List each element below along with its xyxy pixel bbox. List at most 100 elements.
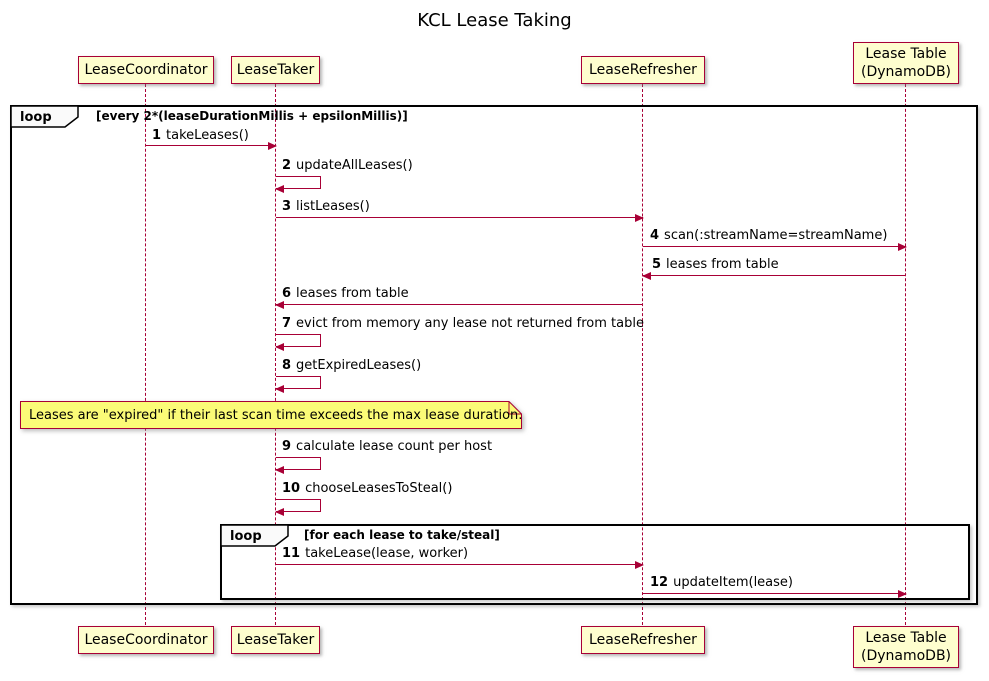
participant-label: LeaseTaker	[236, 632, 315, 648]
participant-label: LeaseRefresher	[589, 62, 697, 78]
participant-label: Lease Table	[865, 46, 947, 62]
lifeline-leasecoordinator	[145, 84, 146, 625]
participant-top-leasecoordinator: LeaseCoordinator	[78, 56, 214, 84]
message-4-label: 4 scan(:streamName=streamName)	[650, 228, 887, 243]
message-number: 7	[282, 316, 292, 331]
participant-top-leaserefresher: LeaseRefresher	[581, 56, 705, 84]
self-arrow-bottom	[275, 384, 321, 393]
message-3-arrow	[276, 213, 644, 222]
participant-bottom-leasetaker: LeaseTaker	[231, 626, 320, 654]
self-arrow-side	[320, 376, 321, 389]
lifeline-leasetaker	[275, 84, 276, 625]
message-number: 11	[282, 546, 301, 561]
note-fold-corner	[508, 401, 522, 415]
self-arrow-top	[276, 457, 321, 458]
participant-label: LeaseCoordinator	[84, 62, 208, 78]
participant-label: LeaseCoordinator	[84, 632, 208, 648]
message-8-self-arrow	[275, 376, 321, 393]
message-number: 3	[282, 199, 292, 214]
participant-bottom-leaserefresher: LeaseRefresher	[581, 626, 705, 654]
message-3-label: 3 listLeases()	[282, 199, 370, 214]
note-shape	[20, 401, 522, 429]
participant-label: (DynamoDB)	[860, 648, 952, 664]
message-number: 2	[282, 158, 292, 173]
message-5-label: 5 leases from table	[652, 257, 779, 272]
message-7-self-arrow	[275, 334, 321, 351]
self-arrow-bottom	[275, 465, 321, 474]
self-arrow-bottom	[275, 507, 321, 516]
participant-bottom-leasecoordinator: LeaseCoordinator	[78, 626, 214, 654]
message-10-label: 10 chooseLeasesToSteal()	[282, 481, 452, 496]
loop-guard-inner: [for each lease to take/steal]	[304, 528, 500, 542]
message-6-arrow	[275, 300, 643, 309]
participant-label: LeaseTaker	[236, 62, 315, 78]
message-number: 8	[282, 358, 292, 373]
message-text: evict from memory any lease not returned…	[296, 316, 644, 331]
participant-top-lease-table: Lease Table (DynamoDB)	[853, 42, 959, 84]
self-arrow-side	[320, 457, 321, 470]
note-text: Leases are "expired" if their last scan …	[29, 408, 523, 423]
message-text: leases from table	[296, 286, 409, 301]
message-text: getExpiredLeases()	[296, 358, 422, 373]
message-number: 1	[152, 128, 162, 143]
loop-operator-label: loop	[230, 529, 262, 544]
message-number: 4	[650, 228, 660, 243]
loop-operator-label: loop	[20, 110, 52, 125]
message-number: 5	[652, 257, 662, 272]
self-arrow-bottom	[275, 184, 321, 193]
message-2-label: 2 updateAllLeases()	[282, 158, 413, 173]
message-text: updateAllLeases()	[296, 158, 413, 173]
message-text: updateItem(lease)	[673, 575, 793, 590]
loop-guard-outer: [every 2*(leaseDurationMillis + epsilonM…	[96, 109, 408, 123]
message-text: leases from table	[666, 257, 779, 272]
note	[20, 401, 522, 433]
message-5-arrow	[642, 271, 906, 280]
message-9-self-arrow	[275, 457, 321, 474]
message-4-arrow	[643, 242, 907, 251]
loop-frame-outer	[10, 105, 978, 605]
message-text: chooseLeasesToSteal()	[305, 481, 453, 496]
participant-label: (DynamoDB)	[860, 64, 952, 80]
note-body	[20, 401, 522, 429]
message-text: calculate lease count per host	[296, 439, 493, 454]
message-11-arrow	[276, 560, 644, 569]
message-2-self-arrow	[275, 176, 321, 193]
self-arrow-side	[320, 176, 321, 189]
message-12-label: 12 updateItem(lease)	[650, 575, 793, 590]
message-text: takeLease(lease, worker)	[305, 546, 469, 561]
message-number: 10	[282, 481, 301, 496]
message-11-label: 11 takeLease(lease, worker)	[282, 546, 468, 561]
self-arrow-top	[276, 376, 321, 377]
message-7-label: 7 evict from memory any lease not returne…	[282, 316, 644, 331]
self-arrow-top	[276, 499, 321, 500]
self-arrow-side	[320, 334, 321, 347]
self-arrow-side	[320, 499, 321, 512]
message-text: takeLeases()	[166, 128, 249, 143]
message-1-arrow	[146, 141, 277, 150]
message-8-label: 8 getExpiredLeases()	[282, 358, 421, 373]
message-number: 9	[282, 439, 292, 454]
message-1-label: 1 takeLeases()	[152, 128, 249, 143]
message-text: listLeases()	[296, 199, 370, 214]
lifeline-lease-table	[905, 84, 906, 625]
loop-operator-pentagon-inner: loop	[220, 524, 289, 547]
message-number: 12	[650, 575, 669, 590]
loop-frame-inner	[220, 524, 970, 600]
participant-label: LeaseRefresher	[589, 632, 697, 648]
lifeline-leaserefresher	[642, 84, 643, 625]
pentagon-shape	[10, 105, 79, 128]
pentagon-shape	[220, 524, 289, 547]
message-9-label: 9 calculate lease count per host	[282, 439, 492, 454]
message-text: scan(:streamName=streamName)	[664, 228, 888, 243]
participant-bottom-lease-table: Lease Table (DynamoDB)	[853, 626, 959, 668]
self-arrow-bottom	[275, 342, 321, 351]
message-10-self-arrow	[275, 499, 321, 516]
diagram-title: KCL Lease Taking	[417, 10, 572, 31]
participant-label: Lease Table	[865, 630, 947, 646]
loop-operator-pentagon-outer: loop	[10, 105, 79, 128]
self-arrow-top	[276, 334, 321, 335]
participant-top-leasetaker: LeaseTaker	[231, 56, 320, 84]
message-12-arrow	[643, 589, 907, 598]
